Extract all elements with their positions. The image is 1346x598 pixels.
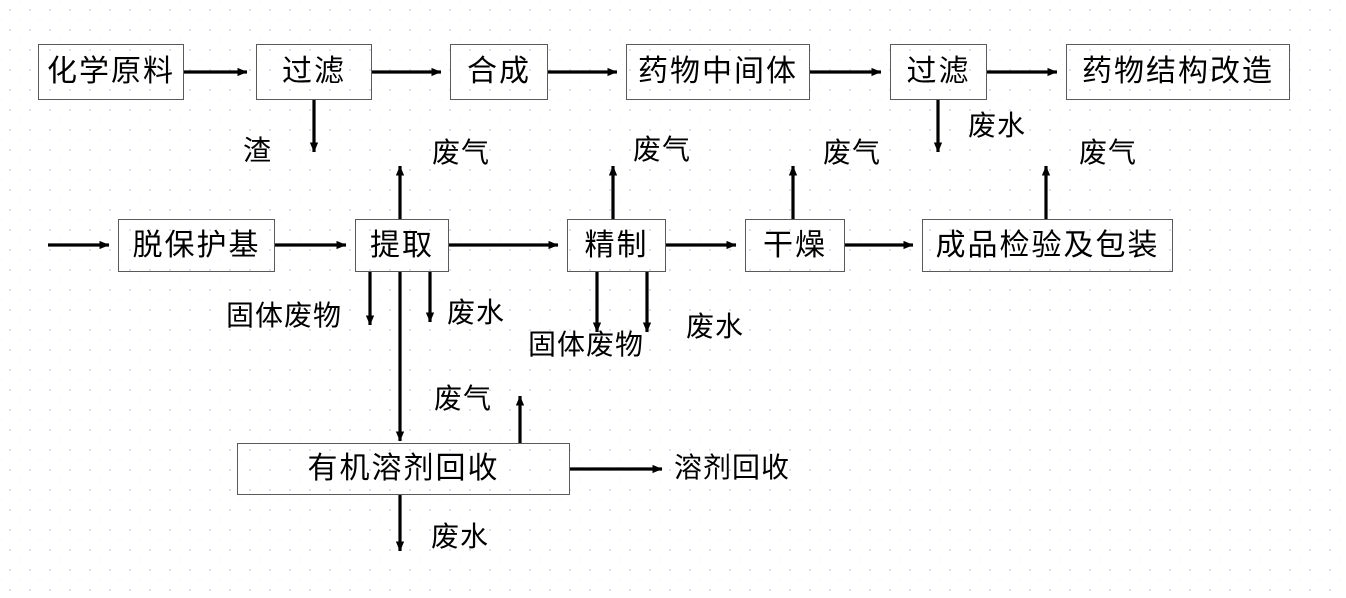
label-slag-filter1: 渣 bbox=[243, 136, 273, 167]
node-filter-2[interactable]: 过滤 bbox=[890, 44, 987, 100]
node-extraction[interactable]: 提取 bbox=[355, 219, 449, 272]
label-solid-purification: 固体废物 bbox=[528, 330, 645, 361]
node-synthesis[interactable]: 合成 bbox=[450, 44, 548, 100]
label-gas-extraction: 废气 bbox=[432, 138, 491, 169]
node-raw-material[interactable]: 化学原料 bbox=[38, 44, 184, 100]
node-inspection[interactable]: 成品检验及包装 bbox=[922, 219, 1173, 272]
label-solvent-recovery-out: 溶剂回收 bbox=[674, 453, 791, 484]
label-gas-drying: 废气 bbox=[823, 138, 882, 169]
label-gas-inspection: 废气 bbox=[1079, 138, 1138, 169]
label-water-extraction: 废水 bbox=[447, 298, 506, 329]
label-solid-extraction: 固体废物 bbox=[226, 301, 343, 332]
node-drying[interactable]: 干燥 bbox=[745, 219, 845, 272]
node-restructure[interactable]: 药物结构改造 bbox=[1066, 44, 1290, 100]
label-water-solvent: 废水 bbox=[431, 522, 490, 553]
node-purification[interactable]: 精制 bbox=[567, 219, 666, 272]
node-deprotection[interactable]: 脱保护基 bbox=[118, 219, 275, 272]
label-water-purification: 废水 bbox=[686, 312, 745, 343]
node-solvent-recovery[interactable]: 有机溶剂回收 bbox=[237, 443, 570, 495]
node-intermediate[interactable]: 药物中间体 bbox=[626, 44, 810, 100]
label-wastewater-filter2: 废水 bbox=[968, 111, 1027, 142]
label-gas-solvent: 废气 bbox=[434, 384, 493, 415]
node-filter-1[interactable]: 过滤 bbox=[256, 44, 372, 100]
label-gas-purification: 废气 bbox=[633, 135, 692, 166]
